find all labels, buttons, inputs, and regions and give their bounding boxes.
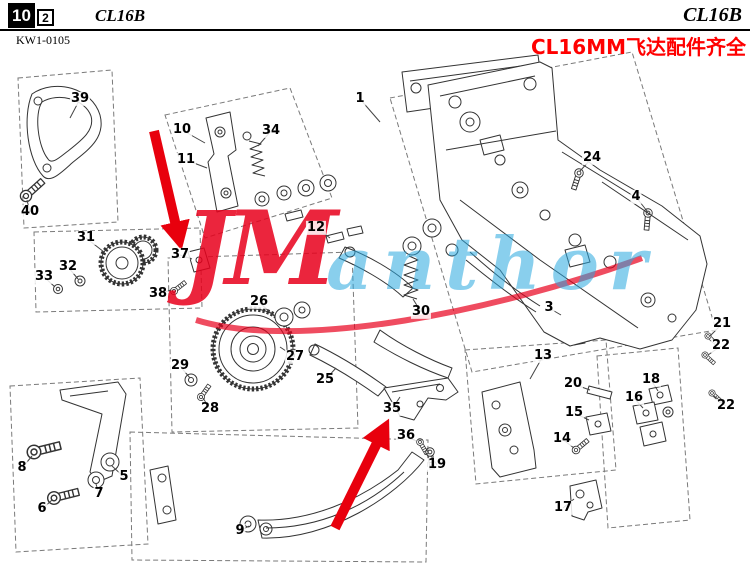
model-title-left: CL16B [95, 6, 146, 25]
part-number-5: 5 [118, 468, 130, 485]
part-number-14: 14 [551, 430, 573, 447]
part-number-36: 36 [395, 427, 417, 444]
part-number-26: 26 [248, 293, 270, 310]
part-number-9: 9 [234, 522, 246, 539]
part-number-15: 15 [563, 404, 585, 421]
part-number-4: 4 [630, 188, 642, 205]
part-number-25: 25 [314, 371, 336, 388]
part-number-10: 10 [171, 121, 193, 138]
part-number-40: 40 [19, 203, 41, 220]
part-number-27: 27 [284, 348, 306, 365]
part-number-21: 21 [711, 315, 733, 332]
part-number-1: 1 [354, 90, 366, 107]
part-number-35: 35 [381, 400, 403, 417]
part-number-16: 16 [623, 389, 645, 406]
part-number-28: 28 [199, 400, 221, 417]
header-rule [0, 29, 750, 31]
part-number-12: 12 [305, 219, 327, 236]
part-number-13: 13 [532, 347, 554, 364]
part-number-29: 29 [169, 357, 191, 374]
part-number-31: 31 [75, 229, 97, 246]
part-number-30: 30 [410, 303, 432, 320]
part-number-18: 18 [640, 371, 662, 388]
model-title-right: CL16B [683, 4, 742, 26]
part-number-7: 7 [93, 485, 105, 502]
part-number-39: 39 [69, 90, 91, 107]
part-number-6: 6 [36, 500, 48, 517]
part-number-11: 11 [175, 151, 197, 168]
part-number-3: 3 [543, 299, 555, 316]
part-number-20: 20 [562, 375, 584, 392]
part-number-22: 22 [710, 337, 732, 354]
part-number-32: 32 [57, 258, 79, 275]
page-number-box: 2 [37, 9, 54, 26]
part-number-38: 38 [147, 285, 169, 302]
part-number-17: 17 [552, 499, 574, 516]
red-pointer-arrow-1 [149, 129, 190, 251]
section-number-box: 10 [8, 3, 35, 28]
part-number-33: 33 [33, 268, 55, 285]
part-number-19: 19 [426, 456, 448, 473]
part-number-24: 24 [581, 149, 603, 166]
promo-text: CL16MM飞达配件齐全 [530, 35, 746, 59]
document-code: KW1-0105 [16, 33, 70, 47]
part-number-8: 8 [16, 459, 28, 476]
red-pointer-arrow-2 [330, 418, 390, 531]
part-number-34: 34 [260, 122, 282, 139]
part-number-22: 22 [715, 397, 737, 414]
part-number-37: 37 [169, 246, 191, 263]
